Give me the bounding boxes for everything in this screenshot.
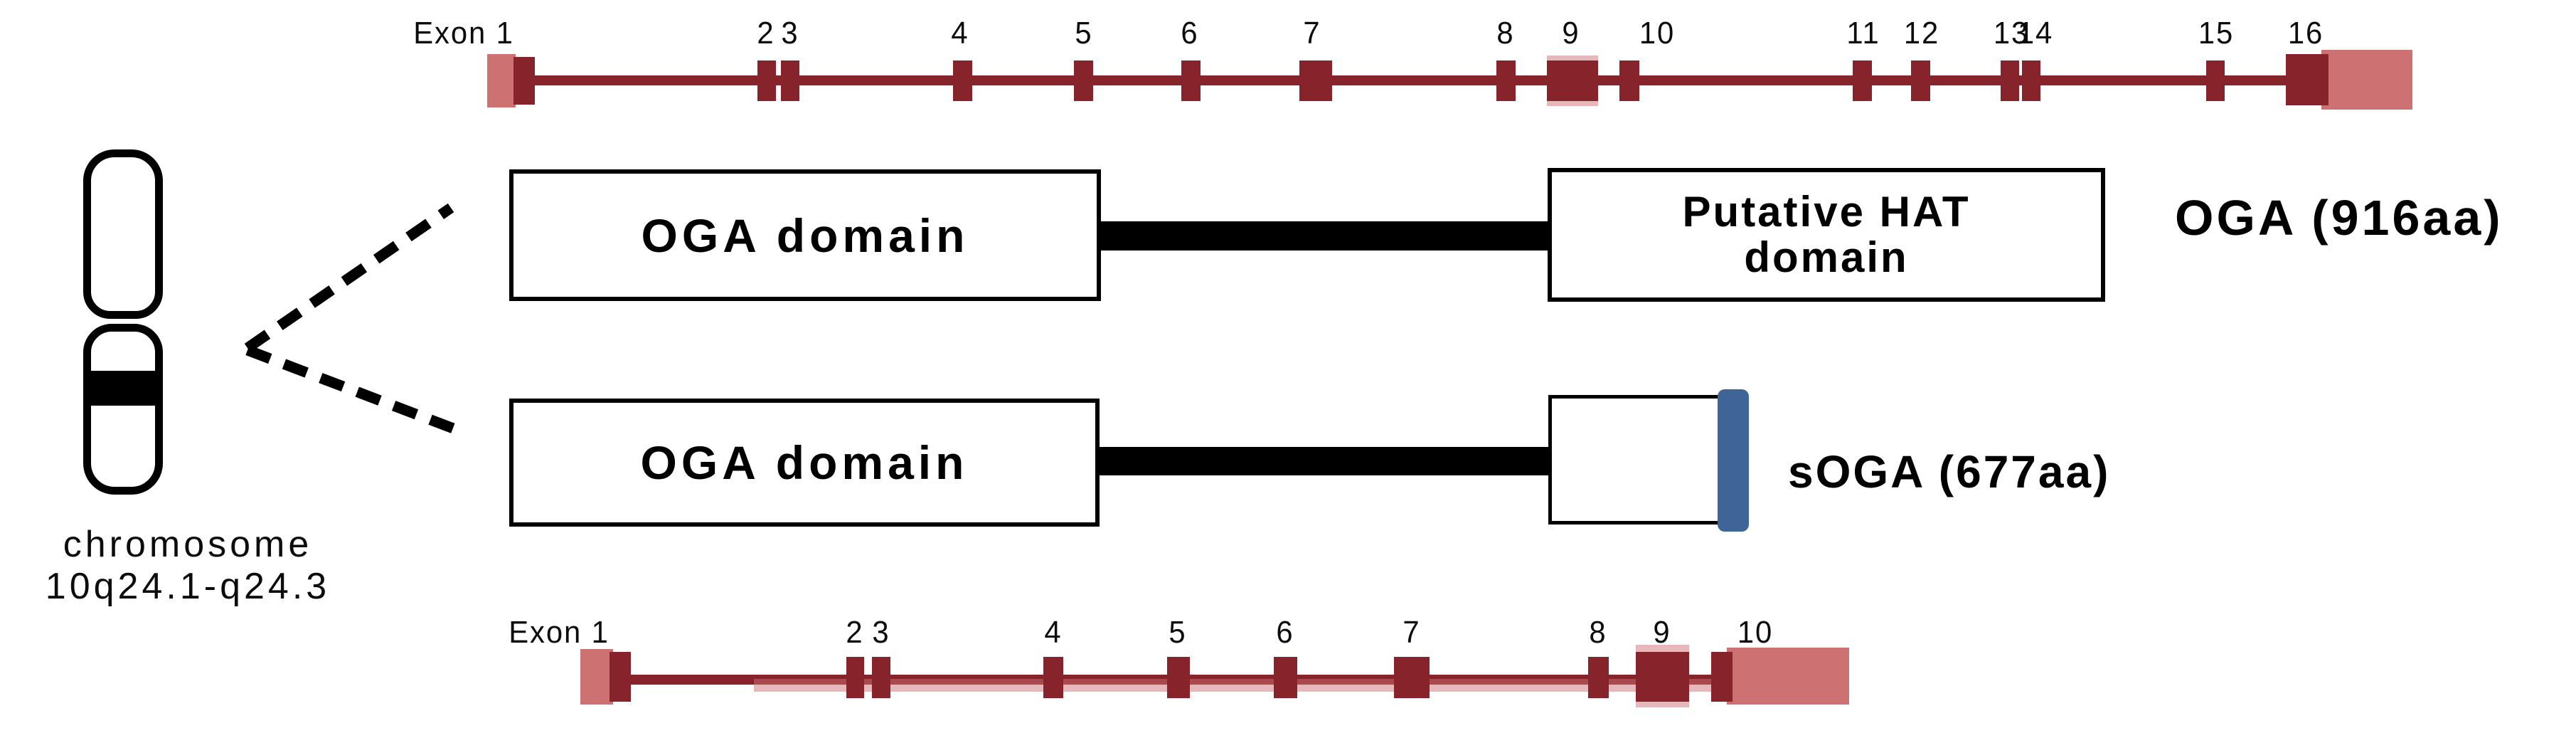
- exon-bar: [1711, 652, 1733, 702]
- exon-bar: [1181, 60, 1201, 101]
- exon-label: 4: [1044, 615, 1063, 650]
- hat-domain-label: Putative HAT domain: [1683, 189, 1971, 280]
- exon-label: 16: [2287, 16, 2324, 51]
- soga-protein-name: sOGA (677aa): [1788, 446, 2111, 497]
- oga-domain-label: OGA domain: [641, 209, 969, 262]
- soga-linker-bar: [1097, 447, 1552, 475]
- putative-hat-domain-box: Putative HAT domain: [1548, 168, 2105, 302]
- exon-label: 2: [846, 615, 864, 650]
- exon-label: 2: [757, 16, 775, 51]
- soga-unique-cterminus-blue-bar: [1718, 389, 1749, 532]
- exon-bar: [1588, 657, 1609, 698]
- exon-bar: [757, 60, 776, 101]
- chromosome-q-arm: [83, 324, 163, 495]
- exon-bar: [2286, 54, 2328, 105]
- exon-label: 14: [2017, 16, 2054, 51]
- exon-bar: [1547, 60, 1598, 101]
- exon-highlight: [754, 679, 1730, 692]
- chromosome-label-line2: 10q24.1-q24.3: [45, 566, 331, 607]
- oga-domain-box-full-isoform: OGA domain: [509, 169, 1101, 301]
- exon-label: Exon 1: [413, 16, 514, 51]
- exon-label: 10: [1639, 16, 1676, 51]
- oga-linker-bar: [1098, 221, 1550, 251]
- hat-domain-label-line1: Putative HAT: [1682, 188, 1971, 236]
- exon-label: 3: [872, 615, 890, 650]
- exon-label: 5: [1169, 615, 1187, 650]
- exon-bar: [1299, 60, 1332, 101]
- exon-bar: [513, 57, 535, 105]
- exon-bar: [1167, 657, 1190, 698]
- exon-label: 9: [1562, 16, 1580, 51]
- exon-bar: [846, 657, 864, 698]
- chevron-upper-dashed-line: [244, 203, 454, 353]
- exon-label: 5: [1075, 16, 1093, 51]
- exon-label: 7: [1303, 16, 1321, 51]
- chromosome-label-line1: chromosome: [63, 524, 313, 565]
- chromosome-band-10q24: [83, 371, 163, 406]
- exon-label: 12: [1903, 16, 1940, 51]
- utr-block: [487, 54, 516, 107]
- chromosome-p-arm: [83, 149, 163, 319]
- utr-block: [2321, 50, 2412, 110]
- exon-bar: [1074, 60, 1093, 101]
- exon-bar: [2206, 60, 2225, 101]
- oga-domain-label: OGA domain: [640, 436, 969, 489]
- exon-label: 13: [1993, 16, 2030, 51]
- exon-bar: [610, 652, 631, 702]
- exon-bar: [1636, 652, 1689, 702]
- utr-block: [1727, 648, 1849, 705]
- oga-protein-name: OGA (916aa): [2175, 190, 2503, 246]
- exon-label: 6: [1276, 615, 1294, 650]
- exon-bar: [1043, 657, 1063, 698]
- exon-bar: [1394, 657, 1430, 698]
- exon-bar: [2001, 60, 2019, 101]
- exon-label: 8: [1589, 615, 1607, 650]
- exon-label: 7: [1403, 615, 1421, 650]
- soga-cterminal-box: [1548, 395, 1722, 524]
- exon-label: 9: [1653, 615, 1671, 650]
- exon-label: 8: [1496, 16, 1515, 51]
- exon-label: 3: [781, 16, 799, 51]
- exon-label: Exon 1: [509, 615, 610, 650]
- exon-label: 15: [2198, 16, 2235, 51]
- exon-bar: [872, 657, 890, 698]
- exon-bar: [1853, 60, 1872, 101]
- hat-domain-label-line2: domain: [1744, 233, 1909, 281]
- chevron-lower-dashed-line: [245, 344, 457, 435]
- exon-label: 4: [951, 16, 969, 51]
- exon-bar: [781, 60, 799, 101]
- exon-bar: [1619, 60, 1639, 101]
- exon-bar: [953, 60, 972, 101]
- exon-label: 11: [1846, 16, 1880, 51]
- chromosome-ideogram: [83, 149, 163, 495]
- chromosome-label: chromosome 10q24.1-q24.3: [10, 524, 366, 608]
- exon-label: 6: [1181, 16, 1199, 51]
- exon-bar: [1496, 60, 1516, 101]
- exon-bar: [1911, 60, 1930, 101]
- exon-label: 10: [1737, 615, 1774, 650]
- utr-block: [580, 649, 613, 705]
- oga-domain-box-short-isoform: OGA domain: [509, 399, 1100, 527]
- exon-bar: [2022, 60, 2040, 101]
- exon-bar: [1274, 657, 1297, 698]
